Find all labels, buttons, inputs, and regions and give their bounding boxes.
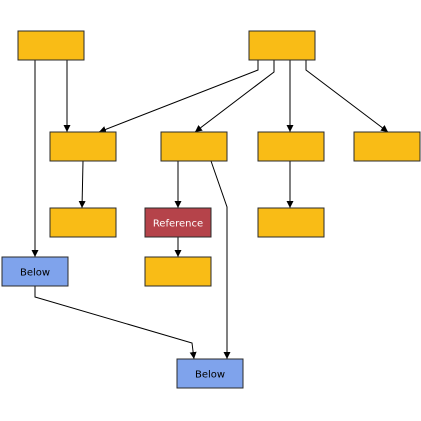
node-box-n3	[49, 131, 117, 162]
node-below1: Below	[1, 256, 69, 287]
edge-n4-to-below2	[210, 160, 231, 359]
node-box-ref	[144, 207, 212, 238]
node-n3	[49, 131, 117, 162]
edge-below1-to-below2	[34, 286, 197, 360]
edge-n2-to-n3	[98, 60, 259, 133]
node-box-n4	[160, 131, 228, 162]
edge-n2-to-n4	[194, 60, 275, 133]
node-box-n2	[248, 30, 316, 61]
node-n7	[49, 207, 117, 238]
node-label-ref: Reference	[153, 219, 203, 230]
node-box-n5	[257, 131, 325, 162]
node-n6	[353, 131, 421, 162]
node-label-below1: Below	[20, 268, 50, 279]
edges-layer	[31, 60, 389, 360]
node-n5	[257, 131, 325, 162]
node-n8	[257, 207, 325, 238]
node-box-n8	[257, 207, 325, 238]
node-box-below2	[176, 358, 244, 389]
node-label-below2: Below	[195, 370, 225, 381]
node-box-n1	[17, 30, 85, 61]
node-n1	[17, 30, 85, 61]
node-below2: Below	[176, 358, 244, 389]
node-box-n9	[144, 256, 212, 287]
node-box-n7	[49, 207, 117, 238]
edge-n2-to-n6	[305, 60, 389, 133]
node-box-n6	[353, 131, 421, 162]
node-box-below1	[1, 256, 69, 287]
node-n9	[144, 256, 212, 287]
edge-n3-to-n7	[78, 160, 86, 209]
node-n4	[160, 131, 228, 162]
node-ref: Reference	[144, 207, 212, 238]
node-n2	[248, 30, 316, 61]
